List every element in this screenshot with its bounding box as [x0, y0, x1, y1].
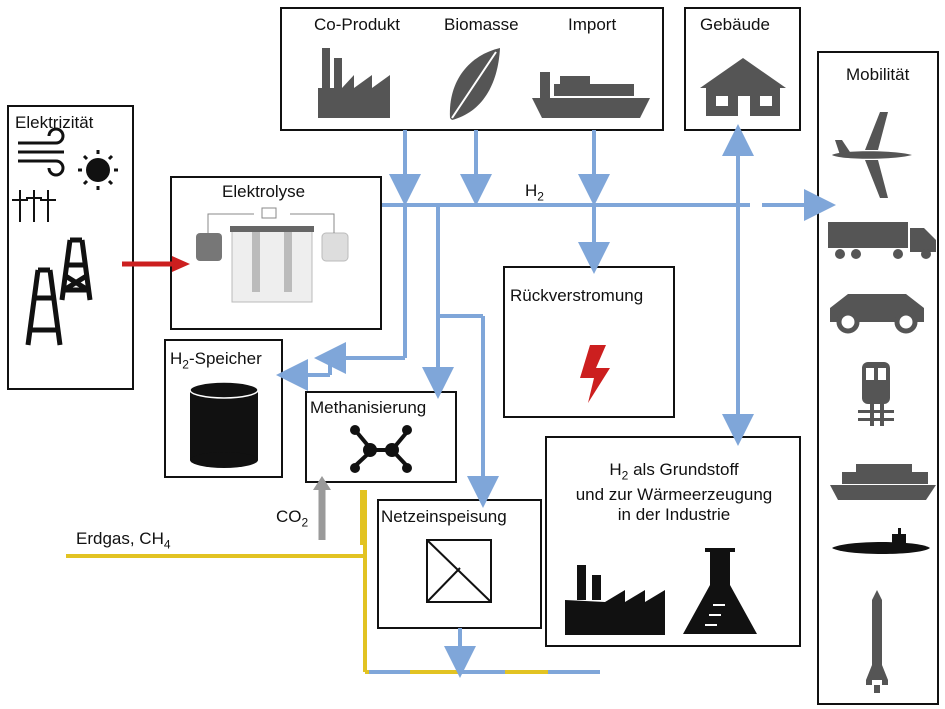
- co-produkt-label: Co-Produkt: [314, 15, 400, 34]
- erdgas-subscript: 4: [163, 537, 171, 552]
- co2-subscript: 2: [301, 515, 309, 530]
- supply-box: [280, 7, 664, 131]
- electrolyzer-icon: [196, 207, 349, 303]
- wind-turbine-icon: [12, 190, 56, 222]
- gebaeude-label: Gebäude: [700, 15, 770, 34]
- house-icon: [700, 58, 786, 116]
- erdgas-text: Erdgas, CH: [76, 529, 164, 548]
- industrie-line1: H2 als Grundstoff: [549, 460, 799, 485]
- natural-gas-line: [66, 490, 600, 674]
- speicher-subscript: 2: [182, 357, 189, 372]
- cargo-ship-icon: [532, 72, 650, 118]
- mobilitaet-label: Mobilität: [846, 65, 910, 84]
- rocket-icon: [866, 590, 888, 693]
- methanisierung-box: [305, 391, 457, 483]
- netzeinspeisung-label: Netzeinspeisung: [381, 507, 507, 526]
- elektrolyse-label: Elektrolyse: [222, 182, 306, 201]
- storage-tank-icon: [189, 381, 259, 468]
- leaf-icon: [449, 48, 500, 120]
- industrie-line1-sub: 2: [621, 468, 629, 483]
- speicher-text-pre: H: [170, 349, 183, 368]
- truck-icon: [828, 222, 936, 259]
- co2-label: CO2: [276, 508, 308, 528]
- factory-icon: [318, 48, 390, 118]
- submarine-icon: [832, 528, 930, 554]
- elektrolyse-box: [170, 176, 382, 330]
- car-icon: [830, 294, 924, 334]
- flask-icon: [683, 548, 757, 634]
- industrie-box: [545, 436, 801, 647]
- industry-factory-icon: [565, 565, 665, 635]
- molecule-icon: [350, 425, 412, 473]
- erdgas-label: Erdgas, CH4: [76, 530, 171, 550]
- methanisierung-label: Methanisierung: [310, 398, 427, 417]
- train-icon: [858, 362, 894, 426]
- speicher-text-post: -Speicher: [188, 349, 262, 368]
- industrie-line1-pre: H: [609, 460, 622, 479]
- oil-derrick-icon: [25, 237, 93, 346]
- speicher-label: H2-Speicher: [170, 350, 262, 370]
- biomasse-label: Biomasse: [444, 15, 519, 34]
- cruise-ship-icon: [830, 464, 936, 500]
- h2-subscript: 2: [537, 189, 544, 204]
- h2-network: [276, 124, 836, 678]
- industrie-label: H2 als Grundstoff und zur Wärmeerzeugung…: [549, 460, 799, 525]
- speicher-box: [164, 339, 283, 478]
- industrie-line3: in der Industrie: [617, 505, 731, 525]
- co2-arrowhead: [313, 476, 331, 490]
- grid-feed-icon: [426, 539, 492, 603]
- sun-icon: [78, 150, 118, 190]
- elektrizitaet-label: Elektrizität: [15, 113, 94, 132]
- industrie-line2: und zur Wärmeerzeugung: [575, 485, 773, 505]
- lightning-icon: [580, 345, 610, 403]
- mobilitaet-box: [817, 51, 939, 705]
- wind-icon: [18, 127, 65, 177]
- h2-text: H: [525, 181, 538, 200]
- h2-label: H2: [525, 182, 544, 202]
- industrie-line1-post: als Grundstoff: [628, 460, 739, 479]
- airplane-icon: [832, 112, 912, 198]
- import-label: Import: [568, 15, 617, 34]
- elektrizitaet-box: [7, 105, 134, 390]
- rueckverstromung-label: Rückverstromung: [510, 286, 644, 305]
- co2-text: CO: [276, 507, 302, 526]
- electricity-arrowhead: [172, 256, 190, 272]
